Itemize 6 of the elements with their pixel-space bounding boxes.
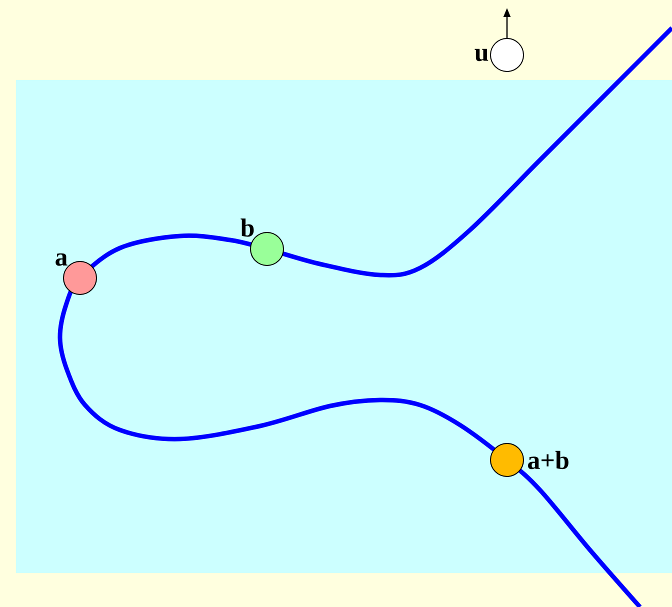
point-label: b [240,218,254,237]
point-label: u [474,48,488,62]
point-marker [490,443,524,477]
point-marker [490,38,524,72]
point-label: a [56,253,68,266]
point-label: a+b [528,450,568,470]
